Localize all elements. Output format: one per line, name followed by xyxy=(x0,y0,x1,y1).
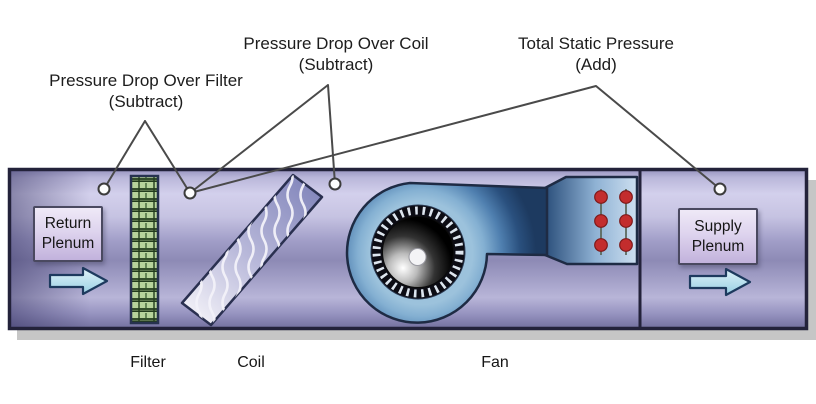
filter-element xyxy=(129,174,160,325)
supply-plenum-line2: Plenum xyxy=(691,237,745,255)
pressure-taps xyxy=(97,177,727,200)
annotation-coil-drop-line2: (Subtract) xyxy=(298,55,374,74)
heater-dot xyxy=(619,238,633,252)
pressure-tap-after-coil xyxy=(328,177,342,191)
pressure-tap-supply xyxy=(713,182,727,196)
component-label-fan: Fan xyxy=(481,354,509,371)
component-label-coil: Coil xyxy=(237,354,265,371)
annotation-coil-drop-line1: Pressure Drop Over Coil xyxy=(243,34,429,53)
duct-shadow-right xyxy=(806,180,816,340)
annotation-total-static: Total Static Pressure (Add) xyxy=(518,33,674,75)
return-plenum-box: Return Plenum xyxy=(33,206,103,262)
supply-plenum-line1: Supply xyxy=(694,217,742,235)
duct-shadow-bottom xyxy=(17,329,815,340)
heater-dot xyxy=(619,190,633,204)
supply-plenum-box: Supply Plenum xyxy=(678,208,758,265)
annotation-filter-drop-line2: (Subtract) xyxy=(108,92,184,111)
fan-hub xyxy=(408,248,427,266)
annotation-coil-drop: Pressure Drop Over Coil (Subtract) xyxy=(243,33,428,75)
return-plenum-line2: Plenum xyxy=(41,235,95,252)
component-label-filter: Filter xyxy=(130,354,166,371)
annotation-total-static-line2: (Add) xyxy=(575,55,617,74)
heater-dot xyxy=(619,214,633,228)
fan-wheel-ticks xyxy=(372,206,464,298)
leader-lines xyxy=(103,84,721,194)
return-airflow-arrow-icon xyxy=(48,266,109,296)
annotation-filter-drop: Pressure Drop Over Filter (Subtract) xyxy=(49,70,243,112)
heater-dot xyxy=(594,238,608,252)
pressure-tap-return xyxy=(97,182,111,196)
supply-airflow-arrow-icon xyxy=(688,267,752,297)
heater-dots xyxy=(594,190,633,252)
return-plenum-line1: Return xyxy=(44,215,92,232)
pressure-tap-after-filter xyxy=(183,186,197,200)
annotation-total-static-line1: Total Static Pressure xyxy=(518,34,674,53)
heater-dot xyxy=(594,190,608,204)
annotation-filter-drop-line1: Pressure Drop Over Filter xyxy=(49,71,243,90)
heater-dot xyxy=(594,214,608,228)
